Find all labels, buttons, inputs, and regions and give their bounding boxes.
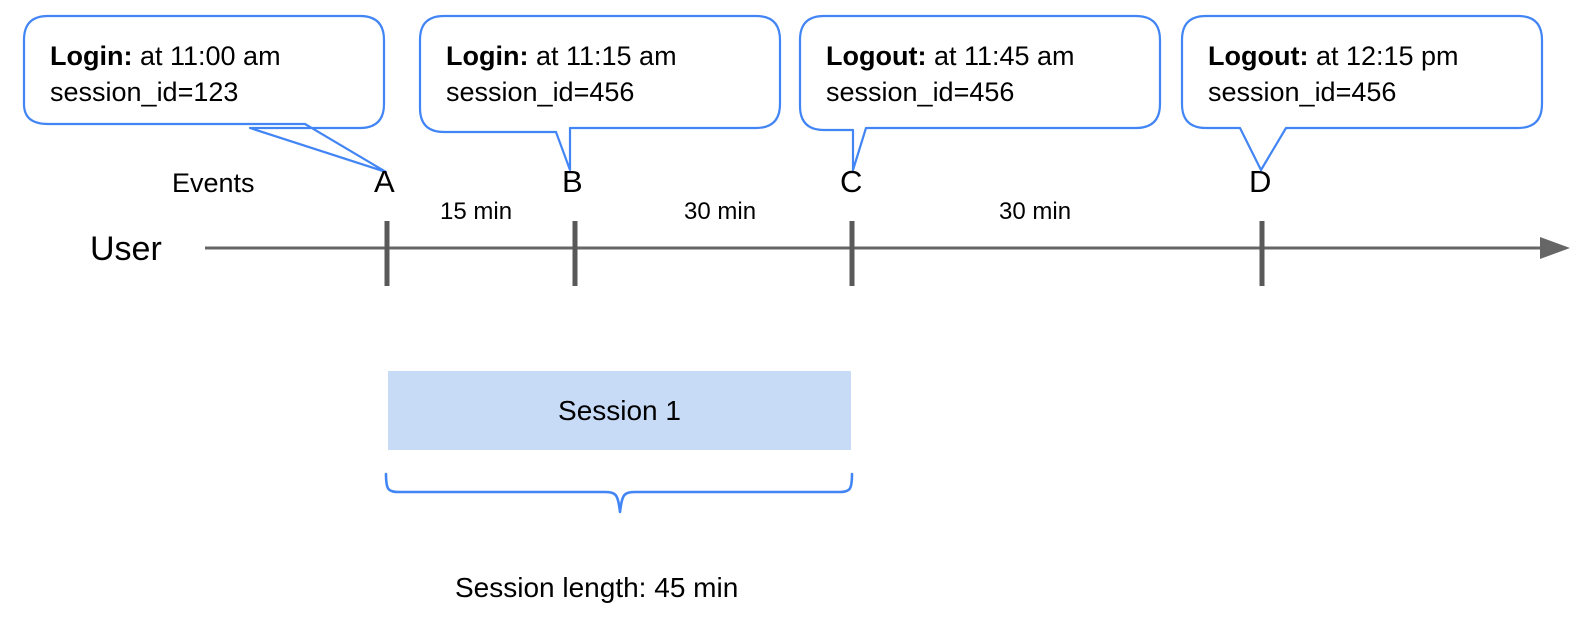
callout-text-d: Logout: at 12:15 pm session_id=456: [1208, 38, 1459, 110]
callout-detail-a: at 11:00 am: [132, 41, 281, 71]
session-brace: [384, 472, 854, 514]
timeline-axis: [205, 237, 1570, 259]
session-bar[interactable]: Session 1: [388, 371, 851, 450]
callout-detail-d: at 12:15 pm: [1308, 41, 1459, 71]
callout-line1-c: Logout: at 11:45 am: [826, 38, 1075, 74]
callout-lead-c: Logout:: [826, 41, 927, 71]
callout-line2-b: session_id=456: [446, 77, 635, 107]
callout-line2-a: session_id=123: [50, 77, 239, 107]
callout-text-b: Login: at 11:15 am session_id=456: [446, 38, 677, 110]
marker-label-a: A: [374, 164, 395, 199]
marker-label-d: D: [1249, 164, 1272, 199]
callout-line2-d: session_id=456: [1208, 77, 1397, 107]
callout-detail-b: at 11:15 am: [528, 41, 677, 71]
gap-label-a-b: 15 min: [440, 198, 513, 225]
callout-line1-a: Login: at 11:00 am: [50, 38, 281, 74]
callout-line2-c: session_id=456: [826, 77, 1015, 107]
callout-line1-d: Logout: at 12:15 pm: [1208, 38, 1459, 74]
event-ticks: [384, 221, 1265, 286]
callout-lead-a: Login:: [50, 41, 133, 71]
callout-text-a: Login: at 11:00 am session_id=123: [50, 38, 281, 110]
session-length-caption: Session length: 45 min: [455, 572, 739, 603]
callout-detail-c: at 11:45 am: [926, 41, 1075, 71]
marker-label-b: B: [562, 164, 583, 199]
events-lane-label: Events: [172, 168, 255, 198]
callout-lead-d: Logout:: [1208, 41, 1309, 71]
marker-label-c: C: [840, 164, 863, 199]
user-lane-label: User: [90, 230, 162, 268]
callout-text-c: Logout: at 11:45 am session_id=456: [826, 38, 1075, 110]
callout-lead-b: Login:: [446, 41, 529, 71]
gap-label-b-c: 30 min: [684, 198, 757, 225]
gap-label-c-d: 30 min: [999, 198, 1072, 225]
session-bar-label: Session 1: [558, 394, 681, 426]
callout-line1-b: Login: at 11:15 am: [446, 38, 677, 74]
